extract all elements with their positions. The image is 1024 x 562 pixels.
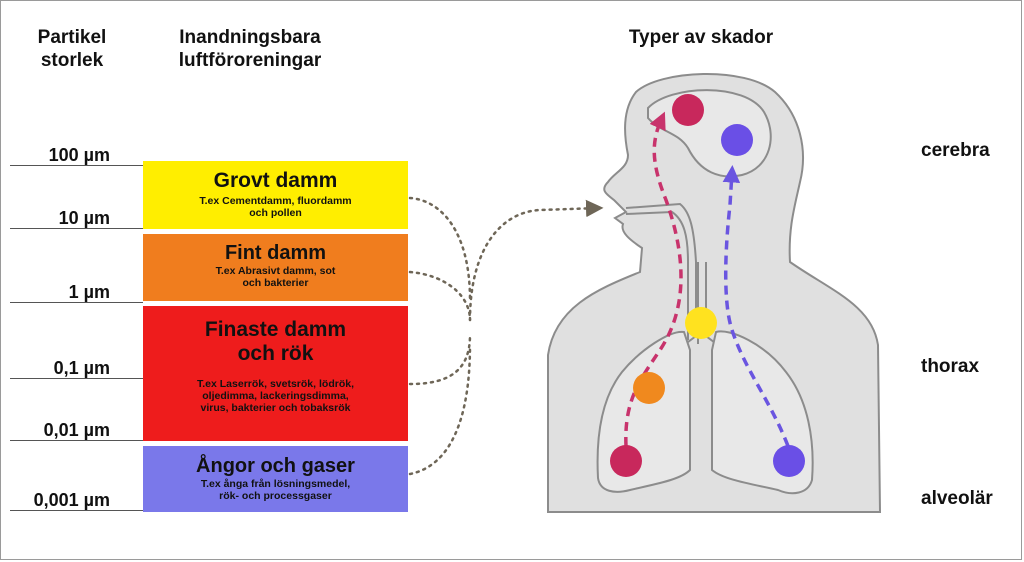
size-label-10um: 10 µm	[58, 208, 110, 228]
box-coarse-dust-title: Grovt damm	[213, 169, 338, 192]
connector-fine-dust	[408, 270, 472, 322]
box-finest-dust-title-1: Finaste damm	[204, 318, 347, 341]
purple-dashed-path	[722, 165, 790, 447]
header-particle-size: Partikel storlek	[22, 26, 122, 72]
pollutant-connector-lines	[408, 196, 604, 476]
connector-coarse-dust	[408, 196, 472, 302]
box-fine-dust-desc-2: och bakterier	[242, 277, 309, 289]
dot-magenta-alveolar	[610, 445, 642, 477]
connector-finest-dust	[408, 333, 472, 386]
size-tick-100um	[10, 165, 143, 166]
box-vapors-gases: Ångor och gaser T.ex ånga från lösningsm…	[143, 446, 408, 512]
box-vapors-gases-desc-2: rök- och processgaser	[219, 490, 332, 502]
size-label-0-001um: 0,001 µm	[33, 490, 110, 510]
dot-yellow-thorax	[685, 307, 717, 339]
region-label-cerebra: cerebra	[921, 140, 990, 161]
box-vapors-gases-title: Ångor och gaser	[196, 455, 355, 477]
airway-outline	[625, 202, 741, 363]
size-label-100um: 100 µm	[48, 145, 110, 165]
region-label-thorax: thorax	[921, 356, 980, 377]
header-pollutants-line-1: Inandningsbara	[179, 27, 321, 48]
box-fine-dust-title: Fint damm	[224, 242, 327, 264]
size-tick-0-1um	[10, 378, 143, 379]
box-finest-dust-desc-2: oljedimma, lackeringsdimma,	[202, 390, 349, 402]
dot-orange-thorax	[633, 372, 665, 404]
header-damage-types: Typer av skador	[628, 27, 774, 48]
dot-purple-alveolar	[773, 445, 805, 477]
box-coarse-dust: Grovt damm T.ex Cementdamm, fluordamm oc…	[143, 161, 408, 229]
box-fine-dust: Fint damm T.ex Abrasivt damm, sot och ba…	[143, 234, 408, 301]
box-vapors-gases-desc-1: T.ex ånga från lösningsmedel,	[200, 478, 351, 490]
size-tick-0-001um	[10, 510, 143, 511]
header-particle-size-line-1: Partikel	[37, 27, 107, 48]
dot-magenta-brain	[672, 94, 704, 126]
box-coarse-dust-desc-2: och pollen	[249, 207, 302, 219]
box-finest-dust-desc-1: T.ex Laserrök, svetsrök, lödrök,	[197, 378, 354, 390]
box-finest-dust-title-2: och rök	[237, 342, 314, 365]
size-tick-10um	[10, 228, 143, 229]
header-pollutants-line-2: luftföroreningar	[178, 50, 322, 71]
box-finest-dust-smoke: Finaste damm och rök T.ex Laserrök, svet…	[143, 306, 408, 441]
size-label-0-01um: 0,01 µm	[43, 420, 110, 440]
dot-purple-brain	[721, 124, 753, 156]
size-label-1um: 1 µm	[68, 282, 110, 302]
box-coarse-dust-desc-1: T.ex Cementdamm, fluordamm	[199, 195, 352, 207]
header-pollutants: Inandningsbara luftföroreningar	[150, 26, 350, 72]
box-fine-dust-desc-1: T.ex Abrasivt damm, sot	[215, 265, 336, 277]
size-label-0-1um: 0,1 µm	[53, 358, 110, 378]
connector-vapors	[408, 343, 472, 476]
header-particle-size-line-2: storlek	[40, 50, 104, 71]
size-tick-0-01um	[10, 440, 143, 441]
magenta-dashed-path	[624, 111, 683, 447]
region-label-alveolar: alveolär	[921, 488, 993, 509]
box-finest-dust-desc-3: virus, bakterier och tobaksrök	[200, 402, 351, 414]
size-tick-1um	[10, 302, 143, 303]
